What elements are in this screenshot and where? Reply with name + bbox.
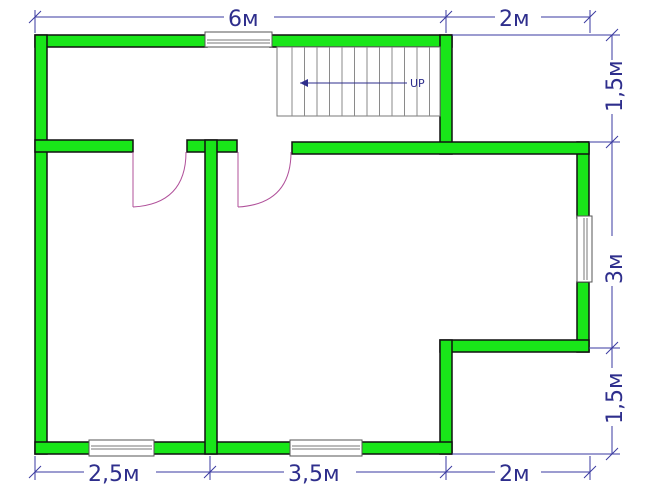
dim-bottom-right: 2м	[499, 462, 530, 487]
arrow-left-icon	[300, 79, 308, 87]
window-top	[204, 31, 273, 48]
wall-stair-right	[439, 34, 453, 155]
dimension-labels: 6м 2м 1,5м 3м 1,5м 2,5м 3,5м 2м	[84, 4, 628, 487]
wall-bottom-left	[34, 441, 92, 455]
wall-inner-v	[204, 139, 218, 455]
window-right	[576, 215, 593, 283]
stair-treads	[291, 47, 430, 116]
wall-top-right	[269, 34, 453, 48]
wall-left	[34, 34, 48, 455]
wall-bottom-mid	[151, 441, 293, 455]
dim-bottom-middle: 3,5м	[288, 462, 340, 487]
dim-top-left: 6м	[228, 7, 259, 32]
wall-inner-h1	[34, 139, 134, 153]
stair-up-label: UP	[410, 77, 425, 90]
wall-lower-right	[439, 339, 453, 455]
dim-right-top: 1,5м	[603, 60, 628, 112]
walls	[34, 34, 590, 455]
wall-step	[439, 339, 590, 353]
wall-bottom-right	[359, 441, 453, 455]
windows	[88, 31, 593, 457]
window-bottom-left	[88, 439, 155, 457]
dim-right-bottom: 1,5м	[603, 372, 628, 424]
dim-right-middle: 3м	[603, 253, 628, 284]
staircase: UP	[276, 46, 441, 117]
dim-bottom-left: 2,5м	[88, 462, 140, 487]
door-right	[237, 151, 292, 208]
wall-inner-h3	[291, 141, 590, 155]
doors	[132, 151, 292, 208]
dim-top-right: 2м	[499, 7, 530, 32]
window-bottom-right	[289, 439, 363, 457]
wall-top-left	[34, 34, 208, 48]
door-left	[132, 151, 187, 208]
